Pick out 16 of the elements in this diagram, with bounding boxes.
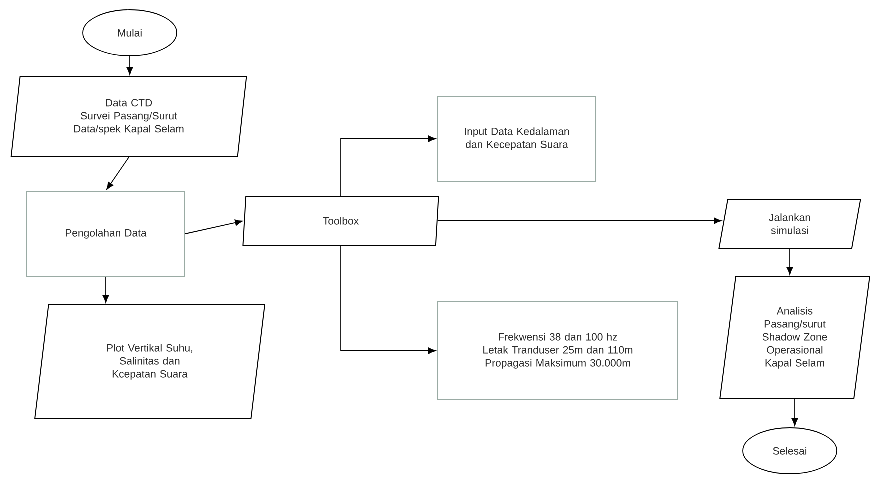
io-parallelogram: Jalankan simulasi — [718, 199, 862, 249]
io-parallelogram: Analisis Pasang/surut Shadow Zone Operasional Kapal Selam — [720, 276, 870, 400]
arrow — [185, 220, 243, 234]
arrow — [340, 136, 436, 196]
arrow — [126, 56, 134, 76]
arrow — [102, 276, 110, 304]
arrow — [792, 399, 798, 426]
io-parallelogram: Toolbox — [242, 196, 440, 246]
arrow — [106, 157, 130, 190]
arrow — [437, 218, 722, 224]
io-parallelogram: Data CTD Survei Pasang/Surut Data/spek Kapal Selam — [10, 76, 248, 158]
process-box: Input Data Kedalaman dan Kecepatan Suara — [438, 96, 596, 182]
arrow — [340, 246, 436, 354]
process-box: Pengolahan Data — [26, 191, 186, 277]
process-box: Frekwensi 38 dan 100 hz Letak Tranduser 25m dan 110m Propagasi Maksimum 30.000m — [438, 302, 678, 400]
arrow — [786, 248, 794, 276]
